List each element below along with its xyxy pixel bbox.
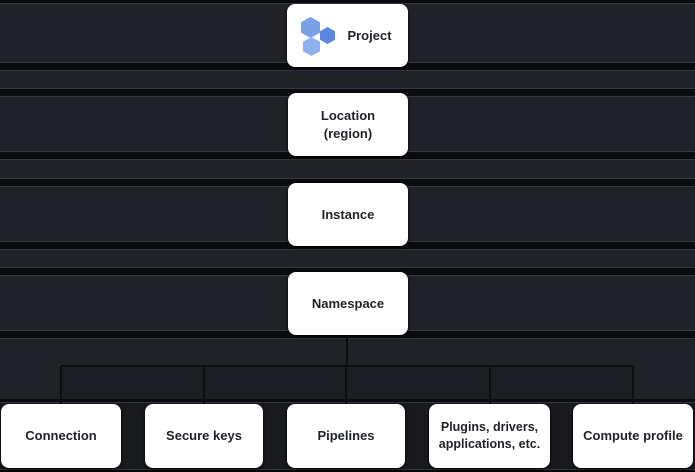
- data-fusion-hexagons-icon: [300, 15, 337, 56]
- node-location-region: Location (region): [288, 93, 408, 156]
- row-separator-line: [0, 178, 695, 187]
- connector-stub-compute-profile: [632, 366, 634, 404]
- hexagon-bottom-left: [303, 37, 320, 56]
- row-separator-line: [0, 0, 695, 4]
- node-compute-profile: Compute profile: [573, 404, 693, 468]
- connector-stub-pipelines: [345, 366, 347, 404]
- node-project: Project: [287, 4, 408, 67]
- node-instance: Instance: [288, 183, 408, 246]
- node-plugins-drivers-applications: Plugins, drivers, applications, etc.: [429, 404, 550, 468]
- node-location-label-line1: Location: [320, 107, 376, 123]
- node-plugins-label-line1: Plugins, drivers,: [440, 420, 539, 434]
- node-project-label: Project: [347, 27, 392, 43]
- node-pipelines-label: Pipelines: [317, 428, 375, 443]
- node-compute-profile-label: Compute profile: [583, 428, 683, 443]
- connector-horizontal: [61, 365, 634, 367]
- node-connection-label: Connection: [25, 428, 97, 443]
- node-secure-keys-label: Secure keys: [166, 428, 242, 443]
- node-location-label-line2: (region): [323, 125, 373, 141]
- connector-stub-connection: [60, 366, 62, 404]
- hexagon-top-left: [301, 17, 320, 38]
- row-separator-line: [0, 267, 695, 276]
- row-separator-line: [0, 88, 695, 97]
- node-connection: Connection: [1, 404, 121, 468]
- node-secure-keys: Secure keys: [145, 404, 263, 468]
- node-plugins-label-line2: applications, etc.: [438, 437, 541, 451]
- node-namespace: Namespace: [288, 272, 408, 335]
- connector-namespace-down: [346, 335, 348, 367]
- connector-stub-plugins: [489, 366, 491, 404]
- node-instance-label: Instance: [321, 206, 375, 222]
- node-pipelines: Pipelines: [287, 404, 405, 468]
- node-namespace-label: Namespace: [311, 295, 385, 311]
- hexagon-right: [320, 27, 335, 44]
- connector-stub-secure-keys: [203, 366, 205, 404]
